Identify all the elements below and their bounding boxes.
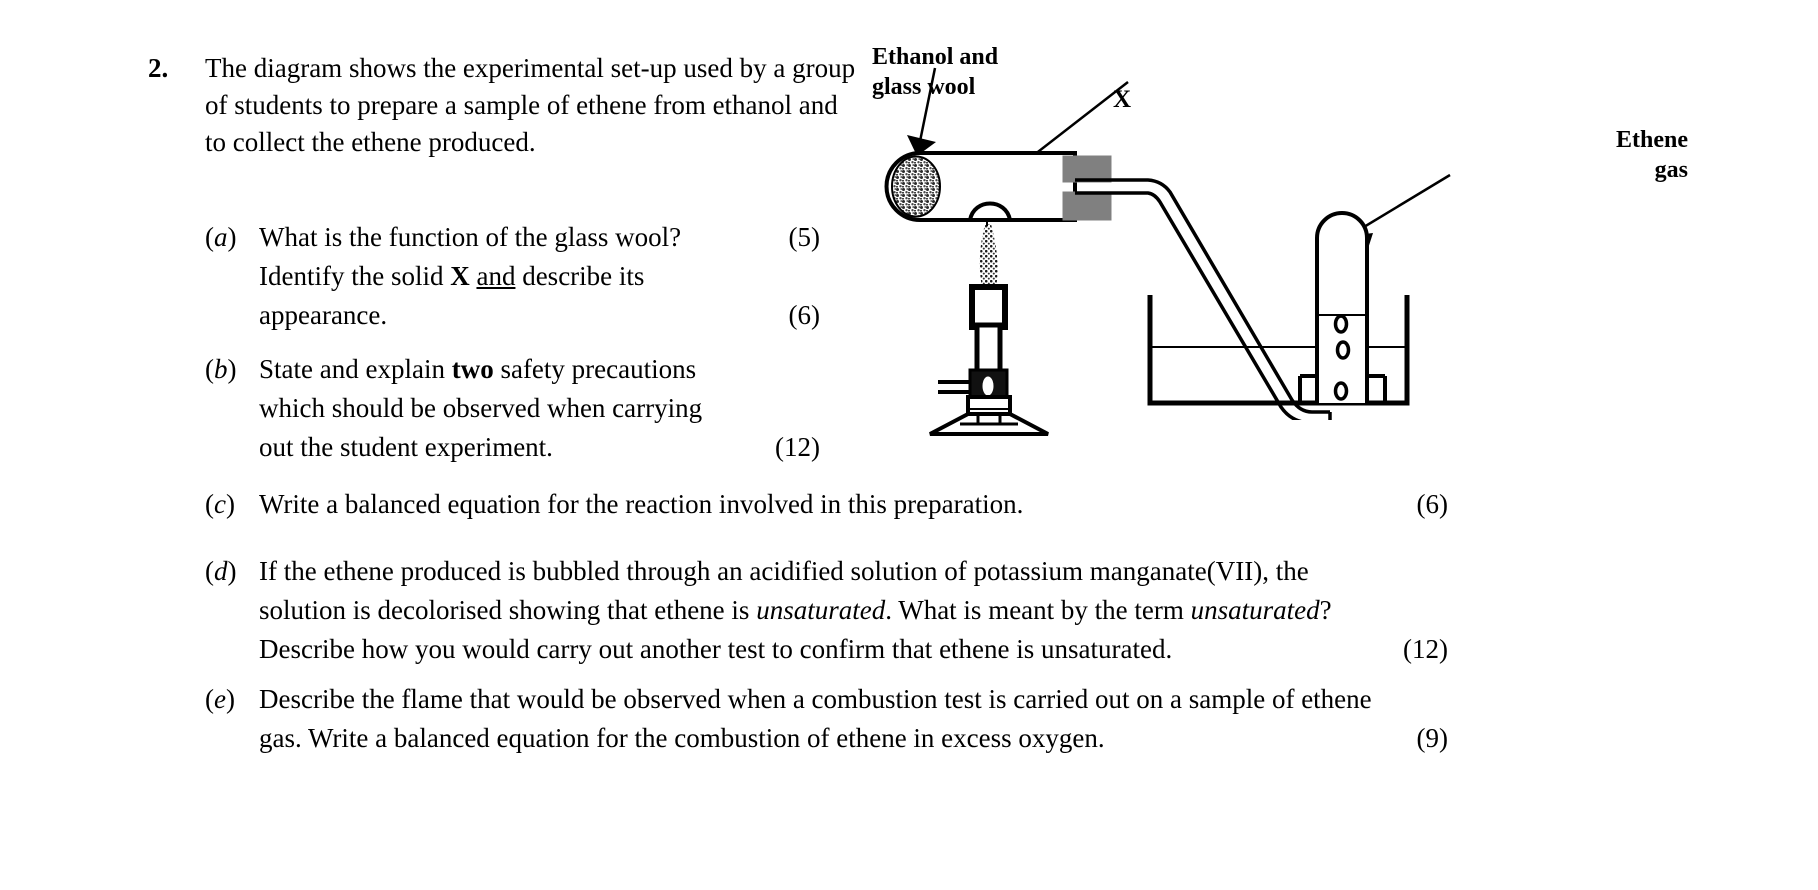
part-d-line-1: If the ethene produced is bubbled throug… [259,556,1309,586]
question-part-b: (b) State and explain two safety precaut… [205,350,945,467]
question-part-e: (e) Describe the flame that would be obs… [205,680,1705,758]
part-a-letter: (a) [205,222,237,252]
part-c-line-1: Write a balanced equation for the reacti… [259,489,1024,519]
part-a-line-2: Identify the solid X and describe its [259,261,645,291]
part-c-body: Write a balanced equation for the reacti… [259,485,1705,524]
part-e-letter: (e) [205,684,235,714]
glass-wool-plug [891,155,941,218]
part-d-marks-1: (12) [1403,634,1448,664]
leader-line-glass-wool [907,67,937,157]
part-c-letter: (c) [205,489,235,519]
burner-flame [979,224,998,288]
question-number: 2. [148,53,169,83]
part-d-line-3: Describe how you would carry out another… [259,634,1173,664]
diagram-label-solid-x: X [1113,86,1132,113]
part-b-line-2: which should be observed when carrying [259,393,703,423]
bunsen-burner-foot [929,406,1049,436]
question-part-d: (d) If the ethene produced is bubbled th… [205,552,1705,669]
part-d-body: If the ethene produced is bubbled throug… [259,552,1705,669]
gas-bubbles [1333,314,1351,401]
part-e-marks-1: (9) [1416,723,1448,753]
part-e-line-1: Describe the flame that would be observe… [259,684,1372,714]
part-a-marks-2: (6) [788,300,820,330]
bunsen-base-foot-layer [860,406,1500,448]
diagram-label-ethanol-glass-wool: Ethanol and glass wool [872,44,999,100]
part-e-line-2: gas. Write a balanced equation for the c… [259,723,1105,753]
part-d-line-2: solution is decolorised showing that eth… [259,595,1332,625]
part-c-marks-1: (6) [1416,489,1448,519]
part-a-line-1: What is the function of the glass wool? [259,222,682,252]
part-e-body: Describe the flame that would be observe… [259,680,1705,758]
part-b-body: State and explain two safety precautions… [259,350,945,467]
question-part-c: (c) Write a balanced equation for the re… [205,485,1705,524]
delivery-tube [1075,178,1332,420]
part-b-marks-1: (12) [775,432,820,462]
burner-gas-inlet [938,380,970,394]
part-a-marks-1: (5) [788,222,820,252]
part-b-line-1: State and explain two safety precautions [259,354,697,384]
rubber-stopper [1062,155,1112,221]
part-b-line-3: out the student experiment. [259,432,553,462]
burner-collar [969,284,1008,330]
part-a-line-3: appearance. [259,300,388,330]
diagram-label-ethene-gas: Ethene gas [1616,127,1688,183]
question-part-a: (a) What is the function of the glass wo… [205,218,945,335]
gas-collection-tube [1298,211,1387,403]
part-b-letter: (b) [205,354,237,384]
solid-x-mound [967,201,1013,222]
boiling-tube [884,151,1077,222]
question-intro-text: The diagram shows the experimental set-u… [205,53,856,157]
part-a-body: What is the function of the glass wool? … [259,218,945,335]
bunsen-burner [938,220,1012,420]
part-d-letter: (d) [205,556,237,586]
apparatus-diagram [860,20,1500,420]
